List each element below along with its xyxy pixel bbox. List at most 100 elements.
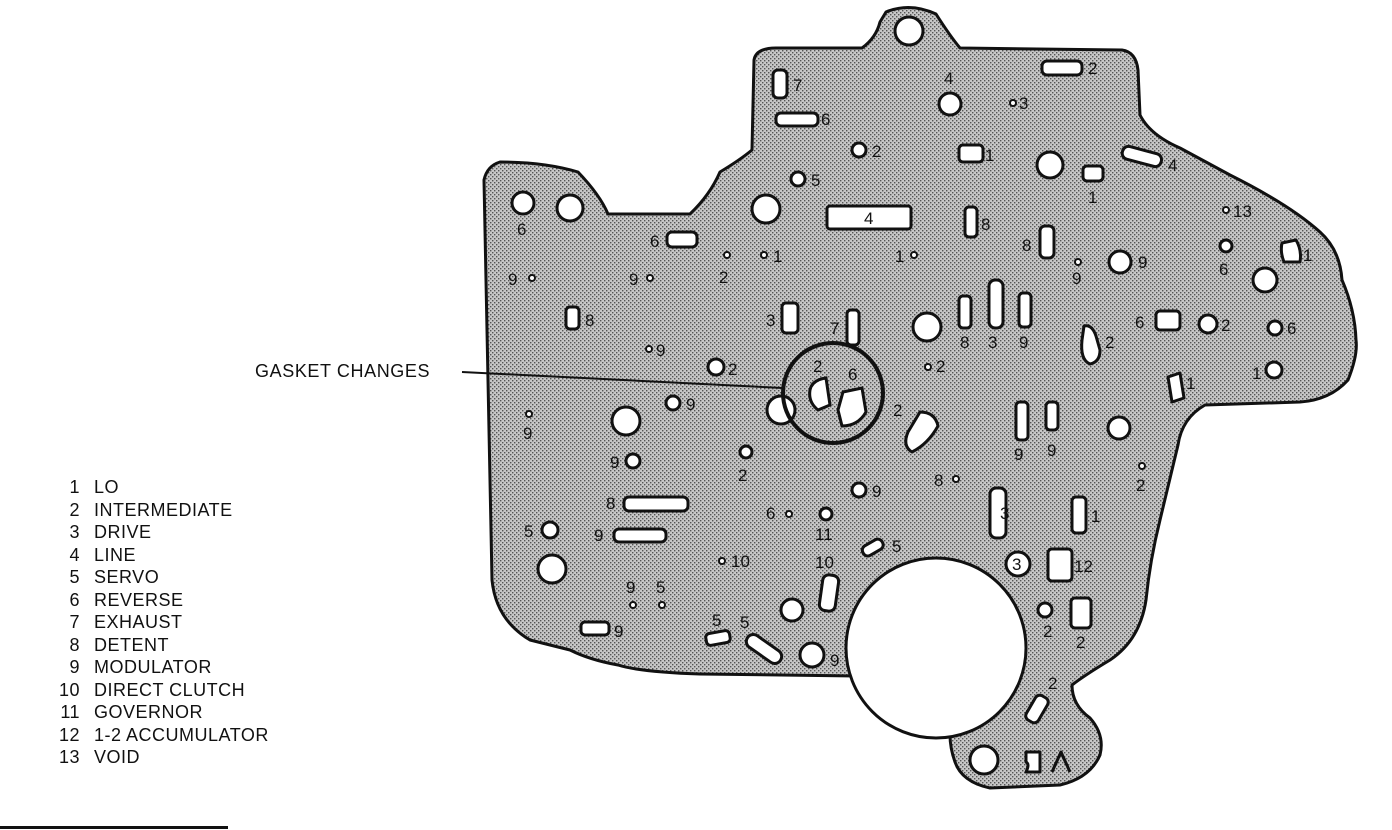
opening [1279, 238, 1302, 264]
port-label: 9 [872, 482, 881, 501]
legend-label: LO [94, 477, 120, 497]
hole [536, 553, 568, 585]
legend-number: 8 [69, 634, 80, 655]
port-label: 8 [1022, 236, 1031, 255]
slot [622, 495, 690, 513]
port-label: 9 [1138, 253, 1147, 272]
port-label: 1 [1088, 188, 1097, 207]
legend-number: 13 [58, 747, 80, 767]
port-label: 8 [606, 494, 615, 513]
hole [1251, 266, 1279, 294]
port-label: 9 [610, 453, 619, 472]
port-label: 9 [508, 270, 517, 289]
hole [818, 506, 834, 522]
hole [1106, 415, 1132, 441]
port-label: 8 [981, 215, 990, 234]
hole [1004, 550, 1032, 578]
port-label: 7 [830, 319, 839, 338]
legend-number: 1 [69, 477, 80, 497]
legend-label: DETENT [94, 634, 169, 655]
pin-hole [718, 557, 726, 565]
port-label: 4 [944, 69, 953, 88]
legend-item: 8 DETENT [52, 634, 269, 657]
port-label: 2 [813, 357, 822, 376]
slot [1014, 400, 1030, 442]
port-label: 3 [988, 333, 997, 352]
legend-number: 7 [69, 612, 80, 632]
legend-label: SERVO [94, 567, 160, 587]
hole [968, 744, 1000, 776]
legend-label: DRIVE [94, 522, 152, 542]
pin-hole [525, 410, 533, 418]
port-label: 5 [811, 171, 820, 190]
detail-opening [836, 386, 868, 428]
pin-hole [1222, 206, 1230, 214]
port-label: 1 [985, 146, 994, 165]
hole [937, 91, 963, 117]
legend-label: INTERMEDIATE [94, 499, 233, 520]
slot [665, 230, 699, 249]
port-label: 1 [1252, 364, 1261, 383]
port-label: 2 [872, 142, 881, 161]
slot [564, 305, 581, 331]
legend-label: VOID [94, 747, 141, 767]
port-label: 3 [766, 311, 775, 330]
port-label: 3 [1000, 504, 1009, 523]
port-label: 8 [934, 471, 943, 490]
port-label: 2 [1088, 59, 1097, 78]
legend-item: 13 VOID [52, 746, 269, 769]
port-label: 2 [1048, 674, 1057, 693]
opening [904, 410, 940, 454]
hole [750, 193, 782, 225]
legend-item: 4 LINE [52, 544, 269, 567]
port-label: 5 [740, 613, 749, 632]
slot [1069, 596, 1093, 630]
port-label: 2 [719, 268, 728, 287]
legend-number: 9 [69, 657, 80, 677]
hole [789, 170, 807, 188]
legend-number: 4 [69, 544, 80, 565]
slot [704, 629, 732, 647]
port-label: 3 [1019, 94, 1028, 113]
port-label: 7 [793, 76, 802, 95]
pin-hole [952, 475, 960, 483]
legend-label: 1-2 ACCUMULATOR [94, 724, 269, 745]
port-label: 1 [895, 247, 904, 266]
hole [1035, 150, 1065, 180]
slot [780, 301, 800, 335]
bottom-rule [0, 826, 228, 829]
hole [706, 357, 726, 377]
slot [1154, 309, 1182, 332]
port-label: 2 [936, 357, 945, 376]
hole [738, 444, 754, 460]
port-label: 6 [1287, 319, 1296, 338]
hole [798, 641, 826, 669]
legend-number: 2 [69, 499, 80, 520]
port-label: 9 [830, 651, 839, 670]
port-label: 9 [594, 526, 603, 545]
slot [987, 278, 1005, 330]
port-label: 9 [1014, 445, 1023, 464]
port-label: 6 [1219, 260, 1228, 279]
gasket-change-detail [781, 341, 885, 445]
legend-label: LINE [94, 544, 137, 565]
legend-number: 3 [69, 522, 80, 542]
legend-label: REVERSE [94, 589, 184, 610]
port-label: 9 [629, 270, 638, 289]
slot [579, 620, 611, 637]
slot [817, 573, 841, 613]
port-label: 6 [821, 110, 830, 129]
detail-circle [781, 341, 885, 445]
port-label: 13 [1233, 202, 1252, 221]
port-label: 1 [1186, 374, 1195, 393]
hole [779, 597, 805, 623]
port-label: 1 [1091, 507, 1100, 526]
